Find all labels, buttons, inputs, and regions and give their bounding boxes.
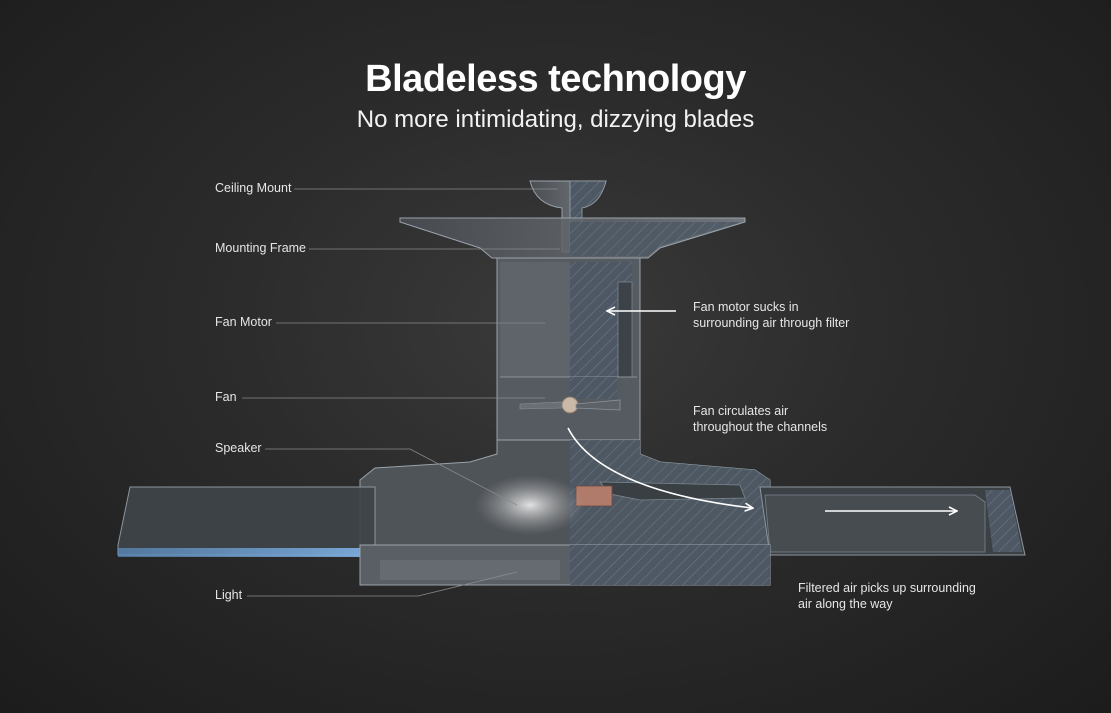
- note-fan-motor: Fan motor sucks in surrounding air throu…: [693, 299, 933, 331]
- note-fan-line2: throughout the channels: [693, 420, 828, 434]
- note-fan-line1: Fan circulates air: [693, 404, 789, 418]
- note-filtered-air-line2: air along the way: [798, 597, 893, 611]
- leader-lines: [242, 188, 560, 597]
- label-light: Light: [215, 588, 243, 602]
- air-channel-disc: [117, 486, 1026, 556]
- mounting-frame-shape: [399, 217, 746, 259]
- label-speaker: Speaker: [215, 441, 262, 455]
- light-strip: [118, 548, 568, 557]
- diagram-subtitle: No more intimidating, dizzying blades: [356, 106, 755, 133]
- note-fan: Fan circulates air throughout the channe…: [693, 403, 933, 435]
- air-flow-arrows: [567, 311, 956, 511]
- note-fan-motor-line1: Fan motor sucks in: [693, 300, 799, 314]
- light-diffuser-shape: [359, 544, 771, 586]
- note-filtered-air-line1: Filtered air picks up surrounding: [798, 581, 976, 595]
- fan-shape: [519, 396, 621, 414]
- fan-motor-shape: [496, 257, 641, 455]
- note-filtered-air: Filtered air picks up surrounding air al…: [798, 580, 1038, 612]
- label-mounting-frame: Mounting Frame: [215, 241, 307, 255]
- label-ceiling-mount: Ceiling Mount: [215, 181, 292, 195]
- label-fan: Fan: [215, 390, 237, 404]
- note-fan-motor-line2: surrounding air through filter: [693, 316, 850, 330]
- diagram-title: Bladeless technology: [365, 58, 746, 100]
- speaker-glow: [475, 475, 585, 535]
- label-fan-motor: Fan Motor: [215, 315, 272, 329]
- fan-circulation-arrow: [567, 427, 752, 508]
